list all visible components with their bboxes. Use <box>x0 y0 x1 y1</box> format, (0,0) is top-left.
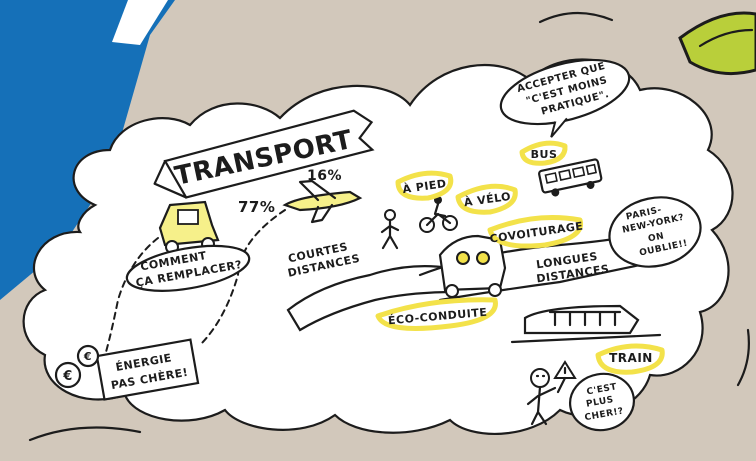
top-swoosh <box>538 11 614 24</box>
covoiturage-highlight <box>487 215 584 249</box>
walker-icon <box>380 209 400 250</box>
a-velo-highlight <box>455 183 518 215</box>
cher-line-2: PLUS <box>585 395 614 410</box>
bottom-swoosh <box>28 426 142 442</box>
blue-panel <box>0 0 175 300</box>
dashed-arrow-car <box>105 237 159 353</box>
svg-text:€: € <box>62 369 73 384</box>
paris-line-3: ON <box>647 231 665 244</box>
car-percent: 77% <box>238 198 275 216</box>
white-stripe <box>112 0 168 45</box>
long-road-line-2 <box>438 260 657 302</box>
euro-coin-icon: € € <box>54 344 100 389</box>
svg-text:€: € <box>83 350 92 363</box>
thinking-person-icon <box>526 368 557 426</box>
warning-sign-icon <box>553 360 577 394</box>
plane-percent: 16% <box>307 168 342 184</box>
dashed-arrow-plane <box>199 209 286 346</box>
plane-icon <box>282 179 363 224</box>
eco-conduite-highlight <box>375 297 498 331</box>
bus-icon <box>538 158 603 197</box>
bus-label: BUS <box>531 148 558 161</box>
paris-ny-bubble: PARIS- NEW-YORK? ON OUBLIE!! <box>608 196 702 268</box>
leaf-logo-icon <box>678 11 756 76</box>
a-pied-highlight <box>395 170 454 201</box>
a-pied-label: À PIED <box>402 177 448 196</box>
train-label: TRAIN <box>609 351 653 365</box>
bus-highlight <box>519 140 568 166</box>
train-icon <box>510 304 662 344</box>
train-highlight <box>595 343 665 375</box>
carpool-car-icon <box>438 234 507 298</box>
cest-plus-cher-bubble: C'EST PLUS CHER!? <box>569 372 635 432</box>
right-swoosh <box>736 328 750 387</box>
energie-box: ÉNERGIE PAS CHÈRE! <box>95 338 200 401</box>
